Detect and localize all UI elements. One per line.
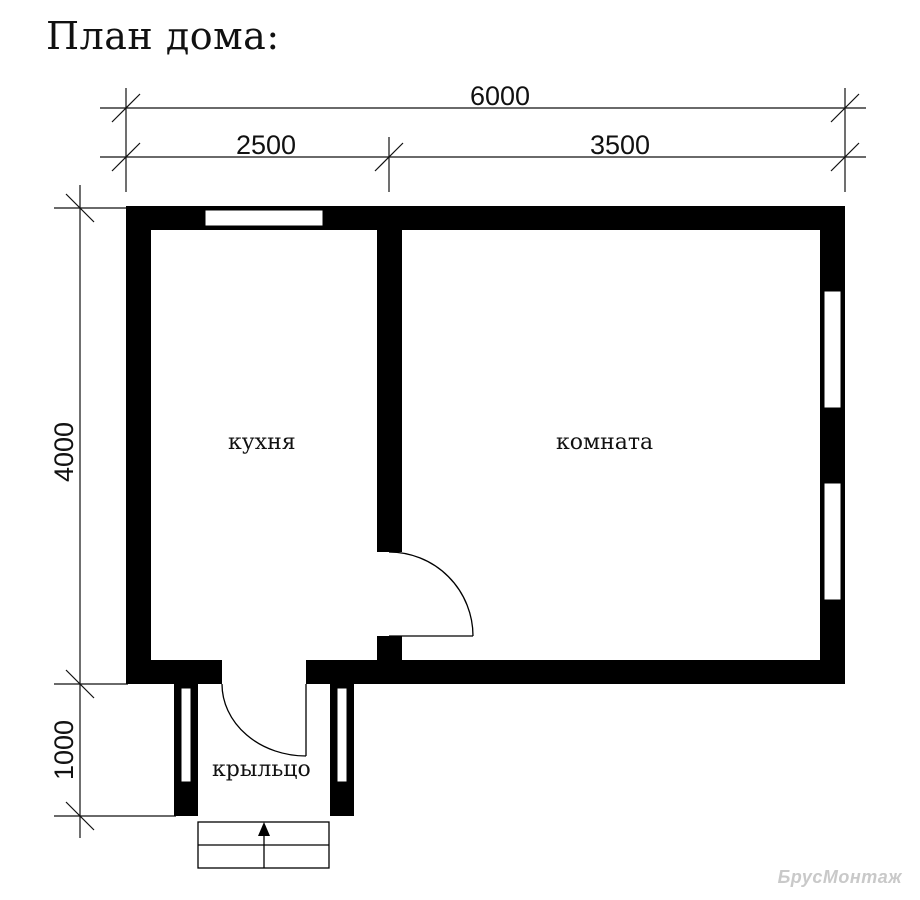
room-label-kitchen: кухня	[228, 430, 296, 455]
wall-right	[820, 206, 845, 684]
room-label-living-room: комната	[556, 430, 654, 455]
dim-total-width: 6000	[470, 81, 530, 111]
plan-title: План дома:	[46, 14, 280, 58]
window-room-right-lower	[823, 482, 842, 601]
tick-parts-left	[111, 142, 141, 172]
entry-arrow-icon	[258, 822, 270, 836]
tick-parts-right	[830, 142, 860, 172]
tick-total-left	[111, 93, 141, 123]
tick-vertical-bottom	[65, 801, 95, 831]
wall-bottom-left	[126, 660, 222, 684]
porch-rail-right	[336, 687, 348, 783]
porch-rail-left	[180, 687, 192, 783]
tick-vertical-middle	[65, 669, 95, 699]
tick-vertical-top	[65, 193, 95, 223]
dim-porch-depth: 1000	[49, 720, 79, 780]
dim-house-depth: 4000	[49, 422, 79, 482]
room-label-porch: крыльцо	[212, 757, 311, 782]
tick-total-right	[830, 93, 860, 123]
dim-kitchen-width: 2500	[236, 130, 296, 160]
door-inner-swing	[388, 551, 474, 637]
wall-left	[126, 206, 151, 684]
doors	[221, 551, 474, 757]
partition-lower	[377, 636, 402, 684]
porch-steps	[197, 821, 330, 869]
window-room-right-upper	[823, 290, 842, 409]
walls	[126, 206, 845, 816]
dim-room-width: 3500	[590, 130, 650, 160]
windows	[180, 209, 842, 783]
door-entrance-swing	[221, 683, 307, 757]
window-kitchen-top	[204, 209, 324, 227]
tick-parts-middle	[374, 142, 404, 172]
dimension-lines	[54, 88, 866, 838]
partition-upper	[377, 206, 402, 552]
watermark-logo: БрусМонтаж	[777, 867, 902, 887]
